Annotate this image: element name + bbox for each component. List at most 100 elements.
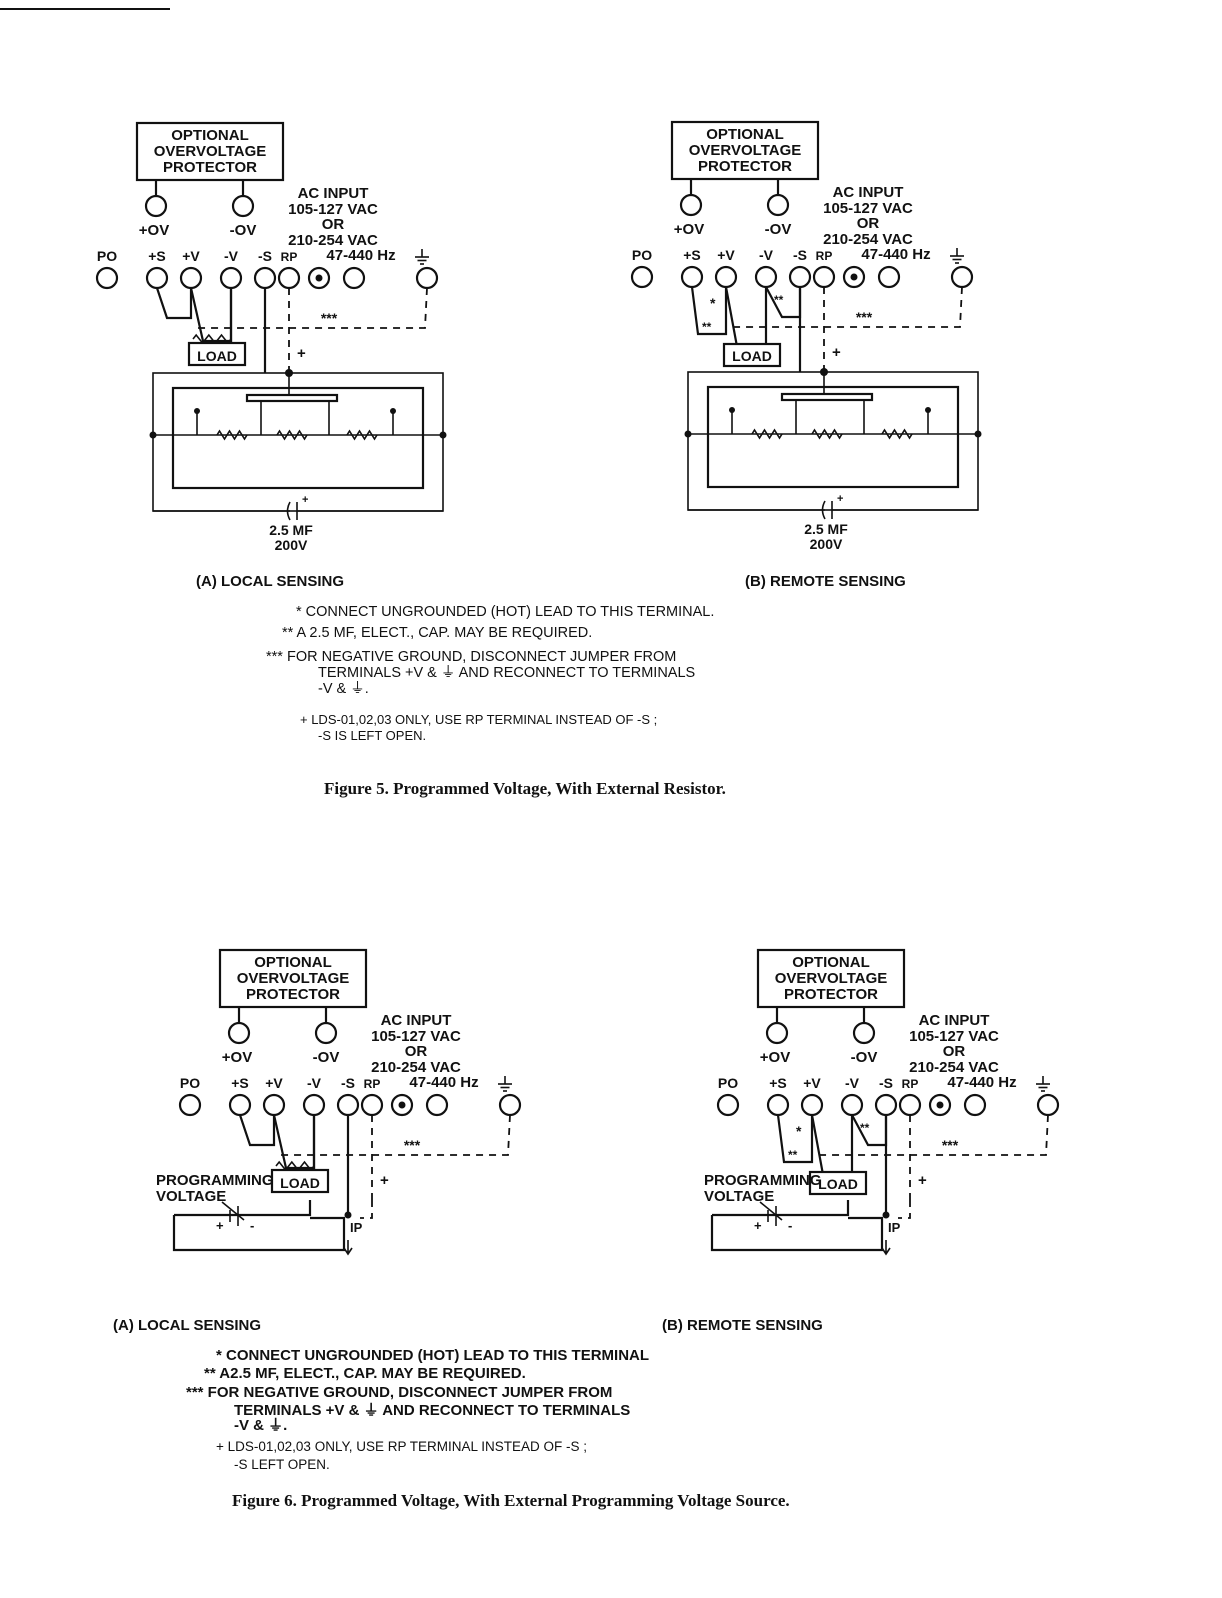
post-top [925,407,931,413]
fig6-title: Figure 6. Programmed Voltage, With Exter… [232,1491,790,1510]
battery-adjust [221,1201,245,1221]
fig6-note-5: -V & ⏚. [234,1417,287,1434]
cap-mark: * [710,295,716,311]
ac-or: OR [943,1043,966,1060]
fig6-caption-local: (A) LOCAL SENSING [113,1317,261,1334]
battery-plus: + [216,1218,224,1233]
rp-return [898,1200,911,1219]
ovp-minus-terminal [852,1021,876,1045]
terminal-label-0: PO [97,248,117,264]
ovp-label: PROTECTOR [246,986,340,1003]
ovp-label: OPTIONAL [254,954,332,971]
ovp-plus-terminal [679,193,703,217]
fig6-caption-remote: (B) REMOTE SENSING [662,1317,823,1334]
fig5-note-2: ** A 2.5 MF, ELECT., CAP. MAY BE REQUIRE… [282,625,592,641]
module-resistor [751,428,783,440]
terminal-label-0: PO [718,1075,738,1091]
terminal-label-3: -V [845,1075,860,1091]
ac-neutral-terminal [425,1093,449,1117]
cap-plus: + [302,494,308,506]
jumper-asterisks: *** [404,1137,421,1153]
hot-marker [398,1101,406,1109]
ac-frequency: 47-440 Hz [861,246,930,263]
wire [272,1114,316,1170]
ovp-box [218,948,368,1009]
battery-minus: - [250,1218,254,1233]
wire [189,287,233,343]
terminal-1 [766,1093,790,1117]
ovp-minus-label: -OV [313,1049,340,1066]
fig5-caption-local: (A) LOCAL SENSING [196,573,344,590]
module-resistor [216,429,248,441]
ovp-minus-label: -OV [851,1049,878,1066]
ovp-box [756,948,906,1009]
source-loop-2 [174,1200,312,1217]
cap-double-mark-2: ** [860,1121,870,1135]
ovp-label: OVERVOLTAGE [154,143,267,160]
hot-marker [936,1101,944,1109]
post-top [729,407,735,413]
fig5-title: Figure 5. Programmed Voltage, With Exter… [324,779,726,798]
terminal-label-2: +V [803,1075,821,1091]
terminal-2 [714,265,738,289]
terminal-1 [228,1093,252,1117]
cap-voltage: 200V [810,536,843,552]
cap-voltage: 200V [275,537,308,553]
ac-frequency: 47-440 Hz [326,247,395,264]
terminal-label-4: -S [879,1075,893,1091]
terminal-label-1: +S [769,1075,787,1091]
ac-input-label: AC INPUT [833,184,904,201]
ovp-plus-terminal [227,1021,251,1045]
rp-plus-mark: + [832,344,841,361]
terminal-1 [145,266,169,290]
wire [155,287,193,320]
load-box [270,1168,330,1194]
ovp-minus-label: -OV [230,222,257,239]
fig6-note-1: * CONNECT UNGROUNDED (HOT) LEAD TO THIS … [216,1347,649,1364]
junction [344,1211,352,1219]
ac-neutral-terminal [963,1093,987,1117]
hot-marker [315,274,323,282]
hot-marker [850,273,858,281]
ac-input-label: AC INPUT [381,1012,452,1029]
terminal-3 [302,1093,326,1117]
hot-asterisk: * [317,275,321,286]
terminal-label-1: +S [231,1075,249,1091]
terminal-5 [898,1093,922,1117]
terminal-5 [277,266,301,290]
junction [149,431,157,439]
wire [690,286,728,336]
ovp-plus-label: +OV [139,222,169,239]
source-loop-2 [712,1200,850,1217]
ac-input-label: AC INPUT [298,185,369,202]
rp-plus-mark: + [297,345,306,362]
rp-return [360,1200,373,1219]
ovp-minus-terminal [766,193,790,217]
junction [439,431,447,439]
load-box [722,342,782,368]
terminal-1 [680,265,704,289]
terminal-label-5: RP [281,250,298,264]
terminal-label-3: -V [224,248,239,264]
ac-range-1: 105-127 VAC [371,1028,461,1045]
ovp-plus-label: +OV [222,1049,252,1066]
ovp-label: OVERVOLTAGE [237,970,350,987]
terminal-4 [788,265,812,289]
terminal-label-2: +V [265,1075,283,1091]
cap-plus: + [837,493,843,505]
ovp-minus-terminal [231,194,255,218]
terminal-label-4: -S [793,247,807,263]
terminal-label-2: +V [717,247,735,263]
ip-arrow [343,1240,353,1256]
wire [724,286,768,354]
junction [684,430,692,438]
ground-icon [498,1076,512,1092]
terminal-3 [219,266,243,290]
terminal-label-0: PO [632,247,652,263]
wire [776,1114,814,1164]
cap-value: 2.5 MF [804,521,848,537]
cap-plate [286,501,291,521]
